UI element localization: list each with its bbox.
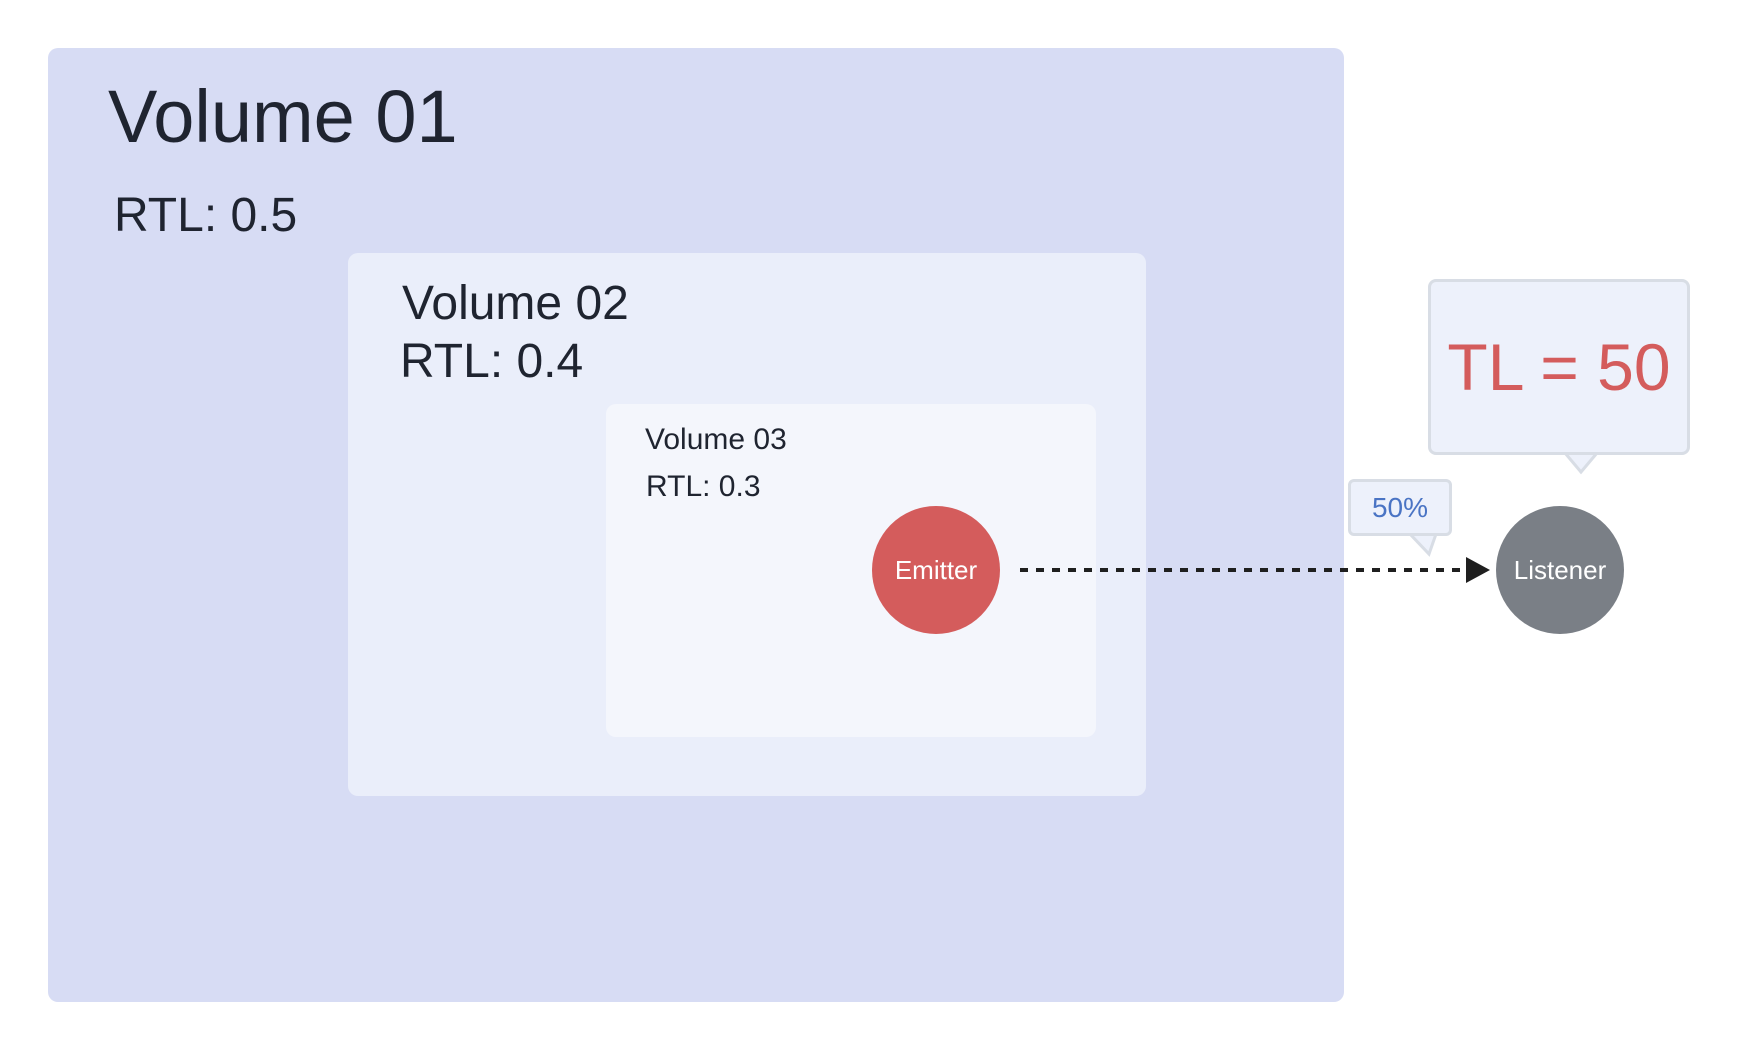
- total-level-callout: TL = 50: [1428, 279, 1690, 455]
- listener-node[interactable]: Listener: [1496, 506, 1624, 634]
- emitter-label: Emitter: [894, 554, 978, 585]
- listener-label: Listener: [1513, 554, 1607, 585]
- volume-02-rtl: RTL: 0.4: [400, 335, 584, 388]
- percent-callout: 50%: [1348, 479, 1452, 536]
- tl-callout-tail: [1561, 451, 1601, 475]
- percent-callout-tail: [1406, 532, 1439, 557]
- percent-value: 50%: [1371, 491, 1429, 523]
- arrow-head-icon: [1466, 557, 1490, 583]
- volume-03-box: [606, 404, 1096, 737]
- volume-03-rtl: RTL: 0.3: [646, 470, 761, 503]
- volume-01-title: Volume 01: [108, 75, 458, 158]
- emitter-node[interactable]: Emitter: [872, 506, 1000, 634]
- volume-03-title: Volume 03: [645, 423, 787, 456]
- volume-02-title: Volume 02: [402, 277, 629, 330]
- total-level-value: TL = 50: [1447, 330, 1671, 404]
- volume-01-rtl: RTL: 0.5: [114, 189, 298, 242]
